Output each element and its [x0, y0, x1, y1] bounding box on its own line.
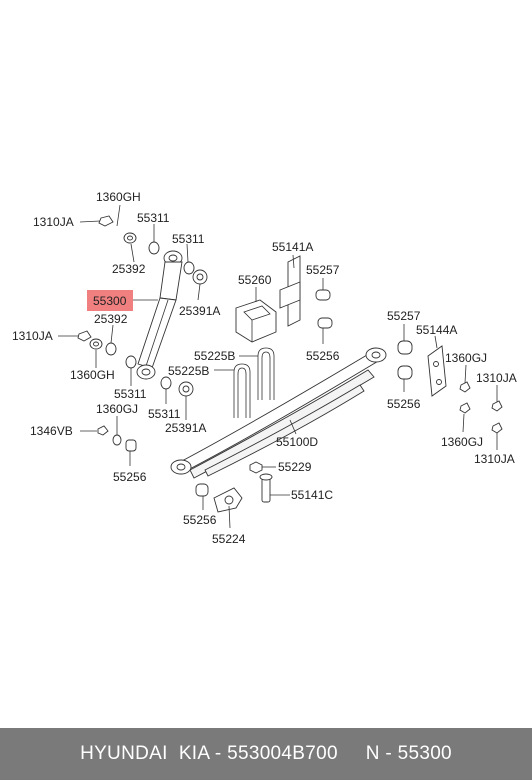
label-25391a: 25391A [165, 421, 206, 435]
label-55311: 55311 [172, 232, 205, 246]
label-1360gh: 1360GH [96, 190, 141, 204]
u-bolts-drawing [233, 347, 275, 418]
leaf-spring-drawing [170, 347, 387, 479]
label-55311: 55311 [148, 407, 181, 421]
label-55256: 55256 [306, 349, 340, 363]
footer-part-code: N - 55300 [365, 743, 452, 764]
parts-diagram: 1360GH 1310JA 55311 55311 25392 25391A 5… [12, 190, 517, 546]
label-55141a: 55141A [272, 240, 313, 254]
label-55225b: 55225B [194, 349, 235, 363]
highlight-box-55300 [87, 290, 133, 311]
label-1346vb: 1346VB [30, 424, 73, 438]
label-55257: 55257 [387, 309, 421, 323]
hardware-lower-drawing [195, 461, 273, 513]
label-55229: 55229 [278, 460, 312, 474]
label-25391a: 25391A [179, 304, 220, 318]
label-1360gj: 1360GJ [441, 435, 483, 449]
bump-stopper-drawing [235, 299, 277, 343]
footer-bar: HYUNDAI KIA - 553004B700 N - 55300 [0, 728, 532, 780]
footer-spacer [338, 743, 366, 765]
label-1360gj: 1360GJ [445, 351, 487, 365]
label-55144a: 55144A [416, 323, 457, 337]
label-55141c: 55141C [291, 488, 333, 502]
label-55311: 55311 [114, 387, 147, 401]
shock-absorber-drawing [136, 250, 183, 380]
label-55100d: 55100D [276, 435, 318, 449]
label-1310ja: 1310JA [474, 452, 515, 466]
label-55224: 55224 [212, 532, 246, 546]
label-55256: 55256 [113, 470, 147, 484]
shackle-drawing [397, 340, 503, 434]
label-55256: 55256 [183, 513, 217, 527]
label-55225b: 55225B [168, 364, 209, 378]
label-25392: 25392 [112, 262, 146, 276]
label-1310ja: 1310JA [33, 215, 74, 229]
label-1360gh: 1360GH [70, 368, 115, 382]
bracket-drawing [279, 255, 333, 329]
label-1360gj: 1360GJ [96, 402, 138, 416]
label-1310ja: 1310JA [476, 371, 517, 385]
part-labels: 1360GH 1310JA 55311 55311 25392 25391A 5… [12, 190, 517, 546]
label-1310ja: 1310JA [12, 329, 53, 343]
label-55256: 55256 [387, 397, 421, 411]
label-55257: 55257 [306, 263, 340, 277]
label-55300: 55300 [93, 294, 127, 308]
label-25392: 25392 [94, 312, 128, 326]
label-55311: 55311 [137, 211, 170, 225]
leader-lines [58, 204, 498, 529]
footer-brand-partnumber: HYUNDAI KIA - 553004B700 [80, 743, 338, 764]
label-55260: 55260 [238, 273, 272, 287]
hardware-upper-left-drawing [77, 215, 208, 452]
